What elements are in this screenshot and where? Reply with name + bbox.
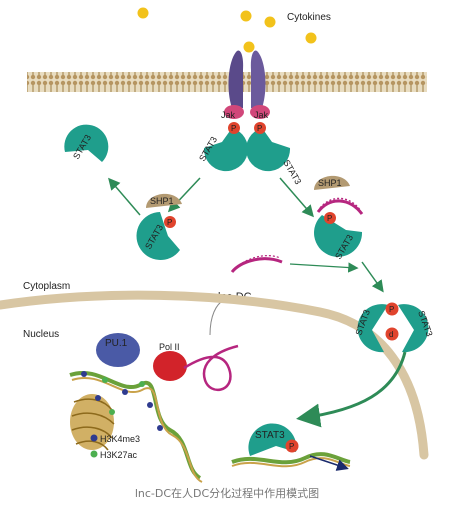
h3k27ac-legend-label: H3K27ac <box>100 450 138 460</box>
cytokine-receptor <box>224 50 270 119</box>
transcription-arrow <box>309 455 349 471</box>
arrow-to-shp1-left <box>167 177 201 213</box>
h3k4me3-legend-dot <box>90 434 98 442</box>
phospho-dimer-top: P <box>389 305 394 314</box>
nuclear-envelope <box>0 290 429 460</box>
stat3-on-dna-label: STAT3 <box>255 430 285 441</box>
stat3-free <box>64 124 109 162</box>
stat3-on-dna <box>248 423 299 456</box>
pu1-protein <box>96 333 140 367</box>
shp1-left-label: SHP1 <box>150 196 174 206</box>
nucleus-label: Nucleus <box>23 329 59 340</box>
phospho-receptor <box>228 122 266 134</box>
stat3-dimer <box>357 302 429 353</box>
plasma-membrane <box>27 72 427 92</box>
stat3-receptor-right-label: STAT3 <box>281 158 303 186</box>
shp1-right-label: SHP1 <box>318 178 342 188</box>
phospho-dimer-bottom: d <box>389 330 393 339</box>
phospho-receptor-left: P <box>231 124 236 133</box>
arrow-to-dimer <box>361 261 384 293</box>
stat3-receptor-right <box>246 128 291 172</box>
histone-marks <box>81 371 163 431</box>
pu1-label: PU.1 <box>105 338 128 349</box>
arrow-dimer-to-dna <box>296 351 407 428</box>
stat3-shp1-left <box>136 212 180 260</box>
pol2-label: Pol II <box>159 342 180 352</box>
arrow-lnc-to-shp1 <box>289 262 359 273</box>
stat3-shp1-right <box>314 197 364 257</box>
lnc-dc-transcript <box>183 344 239 392</box>
shp1-left <box>146 193 182 208</box>
jak-right-label: Jak <box>254 110 269 120</box>
phospho-shp1-left: P <box>167 218 172 227</box>
pol2-protein <box>153 351 187 381</box>
lnc-dc-export-line <box>209 299 225 336</box>
cytokines-label: Cytokines <box>287 12 331 23</box>
h3k4me3-legend-label: H3K4me3 <box>100 434 140 444</box>
shp1-right <box>314 175 350 190</box>
h3k27ac-legend-dot <box>90 450 98 458</box>
figure-caption: lnc-DC在人DC分化过程中作用模式图 <box>134 487 320 500</box>
jak-left-label: Jak <box>221 110 236 120</box>
phospho-on-dna: P <box>289 442 294 451</box>
stat3-receptor-left <box>203 128 248 172</box>
lnc-dc-rna-cytoplasm <box>230 255 283 274</box>
cytokines <box>137 7 317 53</box>
arrow-to-shp1-right <box>279 177 314 218</box>
cytoplasm-label: Cytoplasm <box>23 281 70 292</box>
phospho-receptor-right: P <box>257 124 262 133</box>
phospho-shp1-right: P <box>327 214 332 223</box>
dna-strand-right <box>231 452 351 468</box>
arrow-shp1-to-free <box>108 177 141 216</box>
